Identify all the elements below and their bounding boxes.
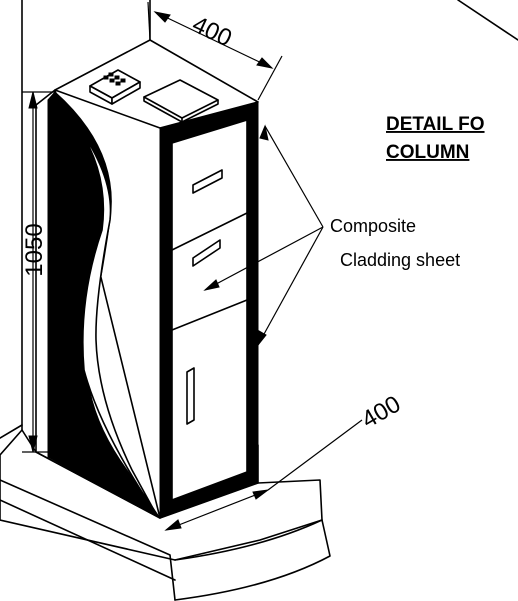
drawer-handle-1 (192, 169, 223, 194)
detail-title-line1: DETAIL FO (386, 114, 485, 135)
callout-leaders (203, 124, 324, 347)
column-top-face (54, 39, 259, 129)
column-front-face (159, 101, 259, 519)
keypad-keys (103, 72, 126, 86)
height-dimension (22, 91, 55, 453)
top-width-dimension (147, 1, 283, 101)
drawer-handle-2 (192, 239, 221, 267)
callout-line1: Composite (330, 216, 416, 236)
base-width-label: 400 (357, 390, 405, 433)
height-label: 1050 (21, 223, 48, 276)
base-width-dimension (164, 419, 363, 531)
door-handle (186, 367, 195, 425)
column-left-face (35, 89, 161, 519)
detail-title-line2: COLUMN (386, 142, 469, 163)
callout-line2: Cladding sheet (340, 250, 460, 270)
top-width-label: 400 (188, 11, 236, 52)
